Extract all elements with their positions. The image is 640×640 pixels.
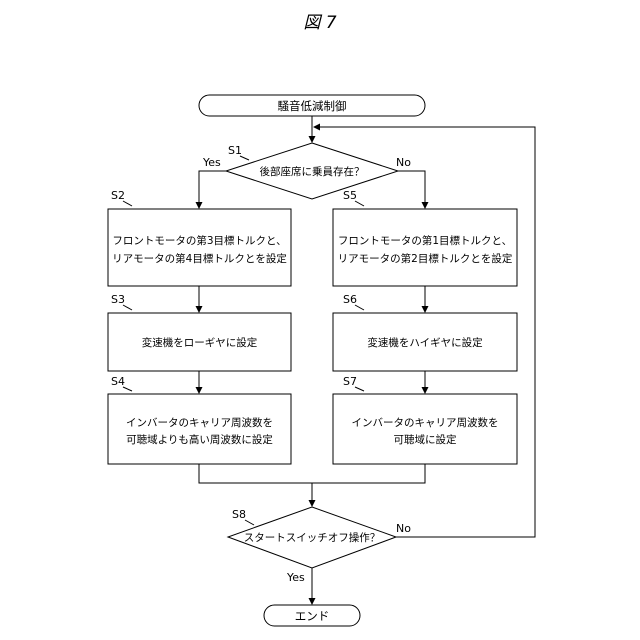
connector-s1-yes-to-s2	[199, 171, 226, 204]
decision-s8-text: スタートスイッチオフ操作？	[244, 531, 381, 544]
connector-s1-no-to-s5	[398, 171, 425, 204]
step-s4-line-2: 可聴域よりも高い周波数に設定	[126, 433, 273, 446]
decision-s1-text: 後部座席に乗員存在？	[260, 165, 365, 178]
arrowhead	[309, 598, 316, 605]
arrowhead	[313, 124, 320, 131]
step-s5-line-2: リアモータの第2目標トルクとを設定	[338, 252, 513, 265]
decision-s1-id: S1	[228, 144, 242, 157]
decision-s1-no-label: No	[396, 156, 411, 169]
decision-s1-yes-label: Yes	[202, 156, 221, 169]
step-s2-id: S2	[111, 189, 125, 202]
leader-line	[355, 387, 364, 391]
arrowhead	[422, 387, 429, 394]
step-s4-line-1: インバータのキャリア周波数を	[126, 416, 273, 429]
decision-s8-yes-label: Yes	[286, 571, 305, 584]
arrowhead	[422, 306, 429, 313]
step-s7-id: S7	[343, 375, 357, 388]
start-terminal: 騒音低減制御	[199, 95, 425, 116]
leader-line	[123, 387, 132, 391]
step-s4-id: S4	[111, 375, 125, 388]
connector-s4-merge	[199, 464, 425, 483]
leader-line	[355, 201, 364, 206]
arrowhead	[196, 202, 203, 209]
step-s6-line-1: 変速機をハイギヤに設定	[367, 336, 483, 349]
step-s5-id: S5	[343, 189, 357, 202]
decision-s1: 後部座席に乗員存在？ S1 Yes No	[202, 143, 411, 199]
step-s3-id: S3	[111, 293, 125, 306]
start-terminal-label: 騒音低減制御	[278, 99, 347, 113]
arrowhead	[309, 500, 316, 507]
decision-s8-id: S8	[232, 508, 246, 521]
decision-s8-no-label: No	[396, 522, 411, 535]
end-terminal-label: エンド	[295, 609, 330, 623]
step-s2-line-1: フロントモータの第3目標トルクと、	[112, 234, 286, 247]
decision-s8: スタートスイッチオフ操作？ S8 No Yes	[228, 507, 411, 584]
arrowhead	[309, 136, 316, 143]
arrowhead	[422, 202, 429, 209]
leader-line	[355, 305, 364, 310]
step-s2-line-2: リアモータの第4目標トルクとを設定	[112, 252, 287, 265]
arrowhead	[196, 387, 203, 394]
leader-line	[245, 520, 254, 525]
arrowhead	[196, 306, 203, 313]
leader-line	[123, 305, 132, 310]
step-s7-line-1: インバータのキャリア周波数を	[352, 416, 499, 429]
step-s6-id: S6	[343, 293, 357, 306]
leader-line	[123, 201, 132, 206]
step-s7-line-2: 可聴域に設定	[394, 433, 457, 446]
end-terminal: エンド	[264, 605, 360, 626]
figure-title: 図 7	[303, 13, 336, 33]
step-s3-line-1: 変速機をローギヤに設定	[142, 336, 258, 349]
step-s5-line-1: フロントモータの第1目標トルクと、	[338, 234, 512, 247]
leader-line	[240, 156, 249, 160]
